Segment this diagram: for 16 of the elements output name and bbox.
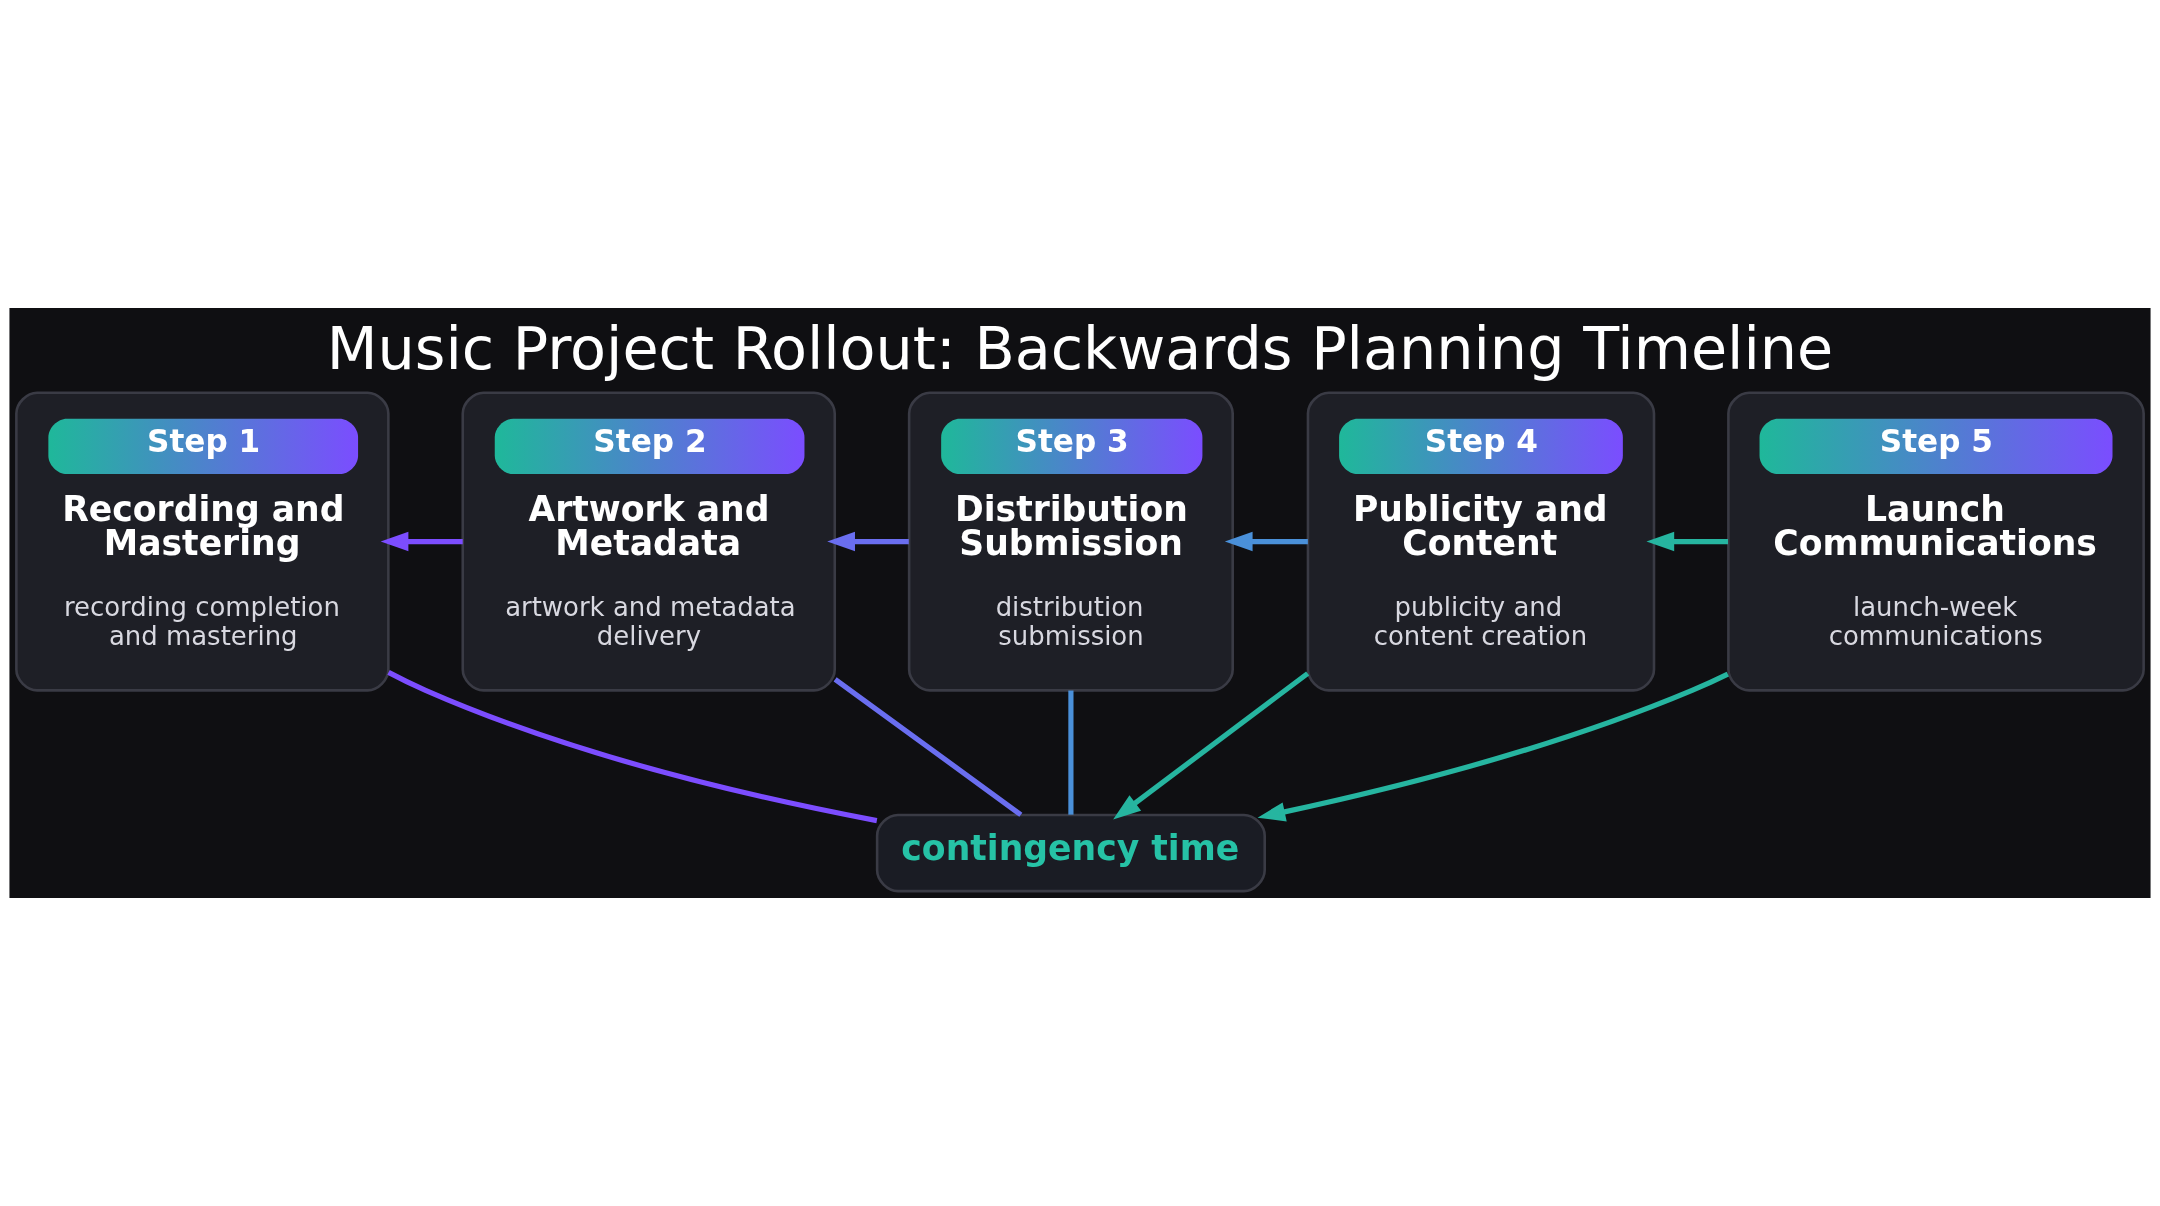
arrow bbox=[1224, 531, 1308, 552]
connector bbox=[1068, 690, 1074, 815]
arrow bbox=[1646, 531, 1728, 552]
connector bbox=[387, 670, 878, 824]
node-box: Step 1 Recording and Mastering recording completion and mastering bbox=[15, 391, 390, 692]
node-box: Step 5 Launch Communications launch-week communications bbox=[1727, 391, 2145, 692]
arrow bbox=[1257, 671, 1729, 822]
connector bbox=[833, 677, 1023, 817]
node-box: Step 2 Artwork and Metadata artwork and metadata delivery bbox=[461, 391, 837, 692]
arrow bbox=[1113, 671, 1310, 820]
node-box: contingency time bbox=[875, 813, 1266, 893]
arrow bbox=[380, 531, 463, 552]
node-box: Step 3 Distribution Submission distribution submission bbox=[907, 391, 1234, 692]
diagram-title: Music Project Rollout: Backwards Planning Timeline bbox=[326, 313, 1834, 383]
node-box: Step 4 Publicity and Content publicity and content creation bbox=[1306, 391, 1656, 692]
arrow bbox=[827, 531, 909, 552]
